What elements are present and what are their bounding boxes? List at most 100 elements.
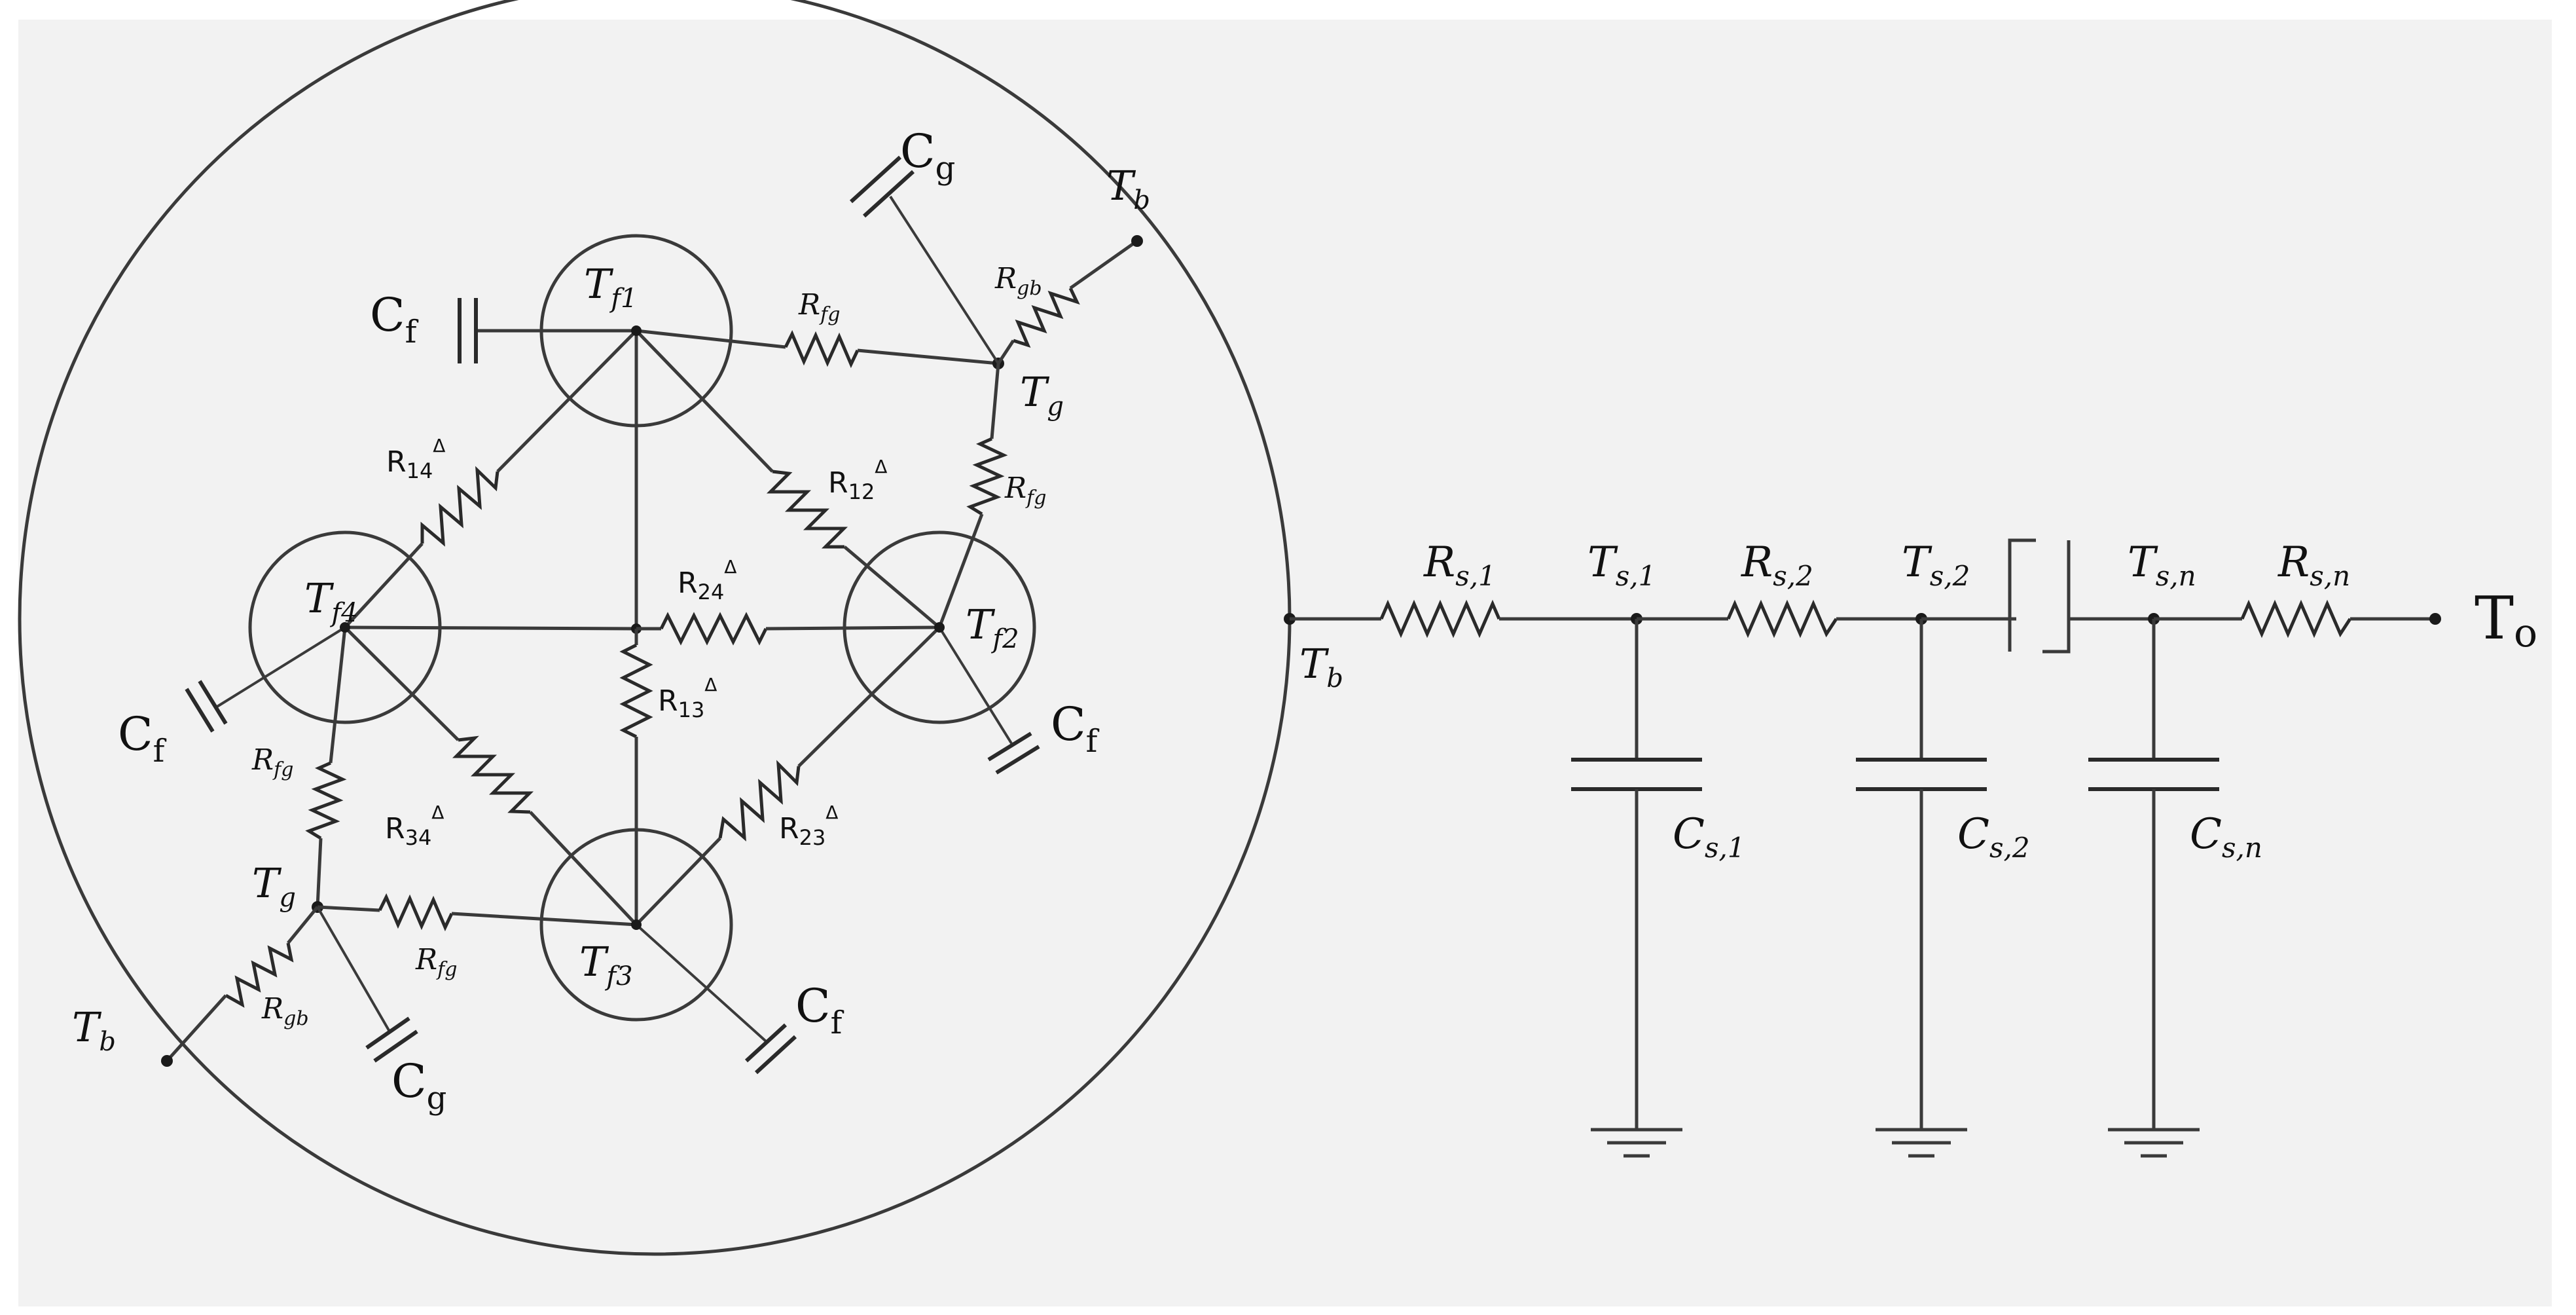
wire-r34-a <box>344 626 460 741</box>
wire-cg-upper <box>889 195 1000 365</box>
resistor-r14 <box>420 466 499 547</box>
resistor-rfg-top <box>784 330 860 369</box>
label-r23: R23Δ <box>779 802 838 850</box>
wire-r23-b <box>635 837 721 926</box>
resistor-rfg-left <box>305 761 347 840</box>
resistor-r34 <box>452 735 534 814</box>
label-cf-f2: Cf <box>1051 697 1100 760</box>
wire-cf-f4 <box>215 626 346 709</box>
shunt-csn <box>2088 619 2219 1158</box>
label-cg-lower: Cg <box>391 1054 446 1117</box>
cap-cg-upper-plate2 <box>849 155 902 204</box>
label-r13: R13Δ <box>658 674 717 722</box>
node-tf3 <box>631 919 642 930</box>
cap-cg-lower-plate1 <box>365 1016 410 1050</box>
node-tb-bottom <box>161 1055 173 1067</box>
resistor-r13 <box>619 643 653 739</box>
cap-cf-f3-plate1 <box>744 1023 788 1063</box>
label-csn: Cs,n <box>2190 810 2262 864</box>
diagram-panel <box>18 20 2552 1306</box>
wire-rgb-tb-top <box>1069 239 1138 290</box>
wire-r34-b <box>529 811 638 926</box>
wire-cf-f3 <box>635 923 767 1043</box>
shunt-cs1 <box>1571 619 1702 1158</box>
label-tf2: Tf2 <box>966 601 1019 654</box>
wire-r12-b <box>843 546 941 629</box>
wire-rgb-tb-bottom <box>166 994 227 1062</box>
cap-cg-upper-plate1 <box>862 170 915 218</box>
wire-tg-rgb-bottom <box>287 906 319 944</box>
label-cg-upper: Cg <box>900 124 955 187</box>
node-tb-top <box>1131 235 1143 247</box>
label-cf-f1: Cf <box>370 288 419 350</box>
cap-cf-f4-plate2 <box>185 688 215 733</box>
label-ts2: Ts,2 <box>1902 538 1970 592</box>
shunt-cs2 <box>1856 619 1987 1158</box>
label-tb-top: Tb <box>1106 162 1150 215</box>
cap-cf-f2-plate2 <box>995 745 1040 775</box>
label-r24: R24Δ <box>678 556 736 604</box>
resistor-r23 <box>718 760 801 842</box>
label-cf-f3: Cf <box>795 979 844 1041</box>
wire-r23-a <box>797 626 941 768</box>
wire-r12-a <box>635 329 774 473</box>
resistor-rfg-bottom <box>378 893 454 932</box>
wire-r14-a <box>496 329 638 473</box>
resistor-rfg-right <box>966 437 1008 516</box>
resistor-rs1 <box>1379 599 1501 639</box>
label-tf3: Tf3 <box>579 938 633 991</box>
label-rfg-right: Rfg <box>1004 472 1046 509</box>
label-rgb-top: Rgb <box>994 262 1042 300</box>
node-to <box>2429 613 2441 625</box>
label-tb-bottom: Tb <box>72 1003 116 1057</box>
wire-r14-b <box>344 542 424 629</box>
resistor-r24 <box>659 612 768 646</box>
label-rs1: Rs,1 <box>1423 538 1496 592</box>
wire-f4-center <box>344 625 637 631</box>
break-symbol-left <box>2008 538 2036 652</box>
cap-cg-lower-plate2 <box>373 1029 418 1063</box>
wire-tg-rfg-right <box>990 363 1000 439</box>
label-rs2: Rs,2 <box>1741 538 1813 592</box>
wire-rfg-tg-top <box>857 348 999 365</box>
label-tsn: Ts,n <box>2128 538 2196 592</box>
label-rfg-left: Rfg <box>251 743 293 781</box>
wire-tg-rgb-top <box>996 339 1015 365</box>
wire-rfg-f3 <box>451 912 637 927</box>
resistor-rgb-top <box>1013 287 1080 348</box>
node-tf4 <box>340 622 350 633</box>
label-cs2: Cs,2 <box>1957 810 2030 864</box>
label-r34: R34Δ <box>385 802 444 850</box>
label-r12: R12Δ <box>828 456 887 504</box>
wire-f4-rfg <box>329 627 347 764</box>
cap-cf-f4-plate1 <box>198 680 228 725</box>
label-rfg-bottom: Rfg <box>415 943 457 981</box>
label-tg-upper: Tg <box>1020 368 1064 422</box>
label-tb-right: Tb <box>1299 640 1343 694</box>
node-tf2 <box>934 622 945 633</box>
label-cs1: Cs,1 <box>1673 810 1745 864</box>
cap-cf-f2-plate1 <box>987 732 1032 762</box>
label-rsn: Rs,n <box>2277 538 2350 592</box>
label-rgb-bottom: Rgb <box>261 992 309 1030</box>
label-tf1: Tf1 <box>584 260 638 314</box>
label-tf4: Tf4 <box>304 574 358 628</box>
resistor-r12 <box>766 470 848 549</box>
wire-tg-rfg-bottom <box>317 905 380 912</box>
label-tg-lower: Tg <box>252 859 296 913</box>
label-r14: R14Δ <box>386 435 445 483</box>
label-to: To <box>2475 584 2537 656</box>
resistor-rsn <box>2240 599 2352 639</box>
label-ts1: Ts,1 <box>1587 538 1656 592</box>
label-cf-f4: Cf <box>118 707 167 769</box>
resistor-rgb-bottom <box>225 942 294 1008</box>
node-tf1 <box>631 325 642 336</box>
wire-f1-rfg <box>636 329 786 349</box>
cap-cf-f3-plate2 <box>754 1035 797 1075</box>
wire-cg-lower <box>316 906 391 1033</box>
wire-rfg-f2 <box>937 513 984 628</box>
break-symbol-right <box>2042 540 2071 654</box>
label-rfg-top: Rfg <box>798 288 840 326</box>
wire-r24-right <box>765 625 940 631</box>
